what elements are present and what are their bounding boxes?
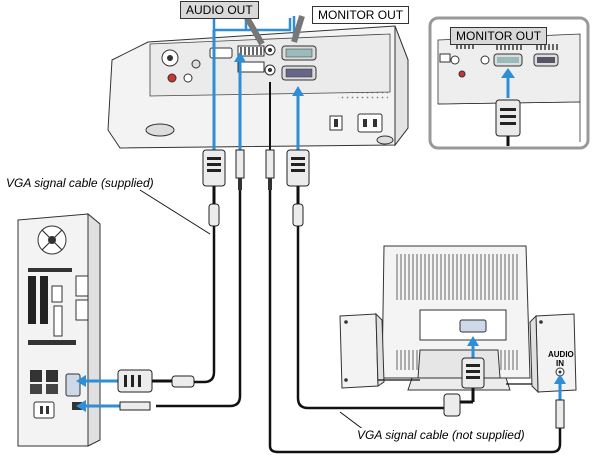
- power-socket-icon: [357, 113, 383, 133]
- monitor-out-label: MONITOR OUT: [312, 6, 410, 24]
- vga-cable-supplied: [194, 226, 216, 384]
- vga-cable-not-supplied: [296, 226, 450, 410]
- vga-not-supplied-caption: VGA signal cable (not supplied): [357, 428, 525, 442]
- computer-cable-ends: [76, 369, 195, 412]
- computer-power-socket-icon: [33, 401, 55, 419]
- audio-plug-icon: [119, 401, 151, 411]
- audio-plug-icon: [555, 399, 565, 429]
- vga-connector-icon: [286, 149, 310, 227]
- video-port-icon: [167, 73, 177, 83]
- parallel-port-icon: [53, 305, 63, 337]
- vga-supplied-caption: VGA signal cable (supplied): [6, 176, 154, 190]
- computer-vga-port-icon: [65, 373, 81, 397]
- vga-connector-icon: [117, 369, 153, 393]
- speaker-left: [339, 312, 385, 389]
- inset-panel: [428, 16, 590, 150]
- projector-cable-ends: [202, 149, 310, 227]
- vga-connector-icon: [202, 149, 226, 227]
- caption-pointer: [139, 189, 211, 235]
- signal-arrows: [212, 30, 304, 150]
- inset-monitor-out-label: MONITOR OUT: [450, 27, 548, 45]
- audio-plug-icon: [235, 149, 245, 190]
- audio-out-label: AUDIO OUT: [180, 1, 259, 19]
- cables: [156, 190, 562, 454]
- audio-in-label-line1: AUDIO: [548, 350, 574, 359]
- audio-in-label-line2: IN: [556, 359, 564, 368]
- usb-port-icon: [30, 370, 42, 382]
- computer-tower: [17, 212, 101, 447]
- audio-plug-icon: [265, 149, 275, 190]
- audio-cable-computer: [156, 190, 242, 408]
- projector: [107, 25, 409, 149]
- speaker-right: [529, 313, 577, 429]
- monitor-vga-port-icon: [459, 319, 487, 333]
- callout-brackets: [212, 14, 305, 46]
- audio-in-label: AUDIO IN: [548, 350, 574, 368]
- audio-cable-speaker: [268, 190, 562, 454]
- monitor: [381, 245, 531, 417]
